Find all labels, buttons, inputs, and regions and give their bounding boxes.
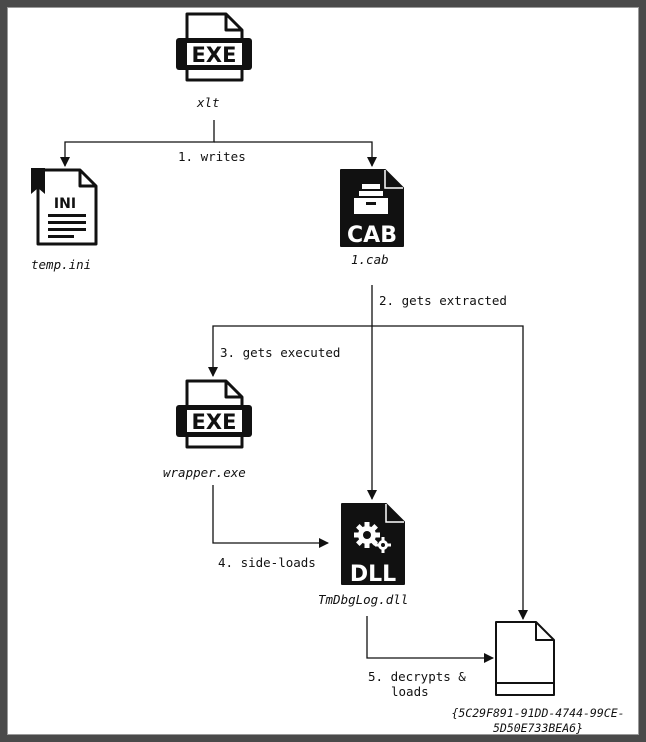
wrapper-exe-icon: EXE	[176, 379, 252, 449]
edge-label-executed: 3. gets executed	[220, 345, 341, 360]
dll-file-icon: DLL	[341, 503, 405, 587]
edge-label-decrypts: 5. decrypts &	[368, 669, 466, 684]
cab-file-icon: CAB	[340, 169, 404, 248]
blank-file-icon	[495, 621, 555, 696]
edge-cab-to-wrapper	[208, 325, 372, 377]
xlt-icon-text: EXE	[192, 43, 237, 67]
edge-xlt-to-ini	[60, 120, 215, 167]
xlt-label: xlt	[197, 95, 220, 110]
dll-icon-text: DLL	[350, 562, 396, 587]
wrapper-label: wrapper.exe	[163, 465, 246, 480]
ini-file-icon: INI	[31, 168, 98, 246]
edge-dll-to-payload	[366, 616, 494, 663]
edge-label-sideloads: 4. side-loads	[218, 555, 316, 570]
edge-wrapper-to-dll	[212, 485, 329, 548]
gear-icon	[354, 522, 391, 553]
payload-label-line2: 5D50E733BEA6}	[492, 721, 583, 735]
edge-cab-to-payload	[372, 325, 528, 620]
edge-label-loads: loads	[391, 684, 429, 699]
dll-label: TmDbgLog.dll	[318, 592, 409, 607]
cab-label: 1.cab	[351, 252, 389, 267]
payload-label-line1: {5C29F891-91DD-4744-99CE-	[451, 706, 625, 720]
edge-label-extracted: 2. gets extracted	[379, 293, 507, 308]
edge-xlt-to-cab	[214, 141, 377, 167]
wrapper-icon-text: EXE	[192, 410, 237, 434]
edge-label-writes: 1. writes	[178, 149, 246, 164]
cab-icon-text: CAB	[347, 223, 397, 248]
xlt-exe-icon: EXE	[176, 12, 252, 82]
ini-icon-text: INI	[54, 196, 76, 212]
temp-ini-label: temp.ini	[31, 257, 92, 272]
